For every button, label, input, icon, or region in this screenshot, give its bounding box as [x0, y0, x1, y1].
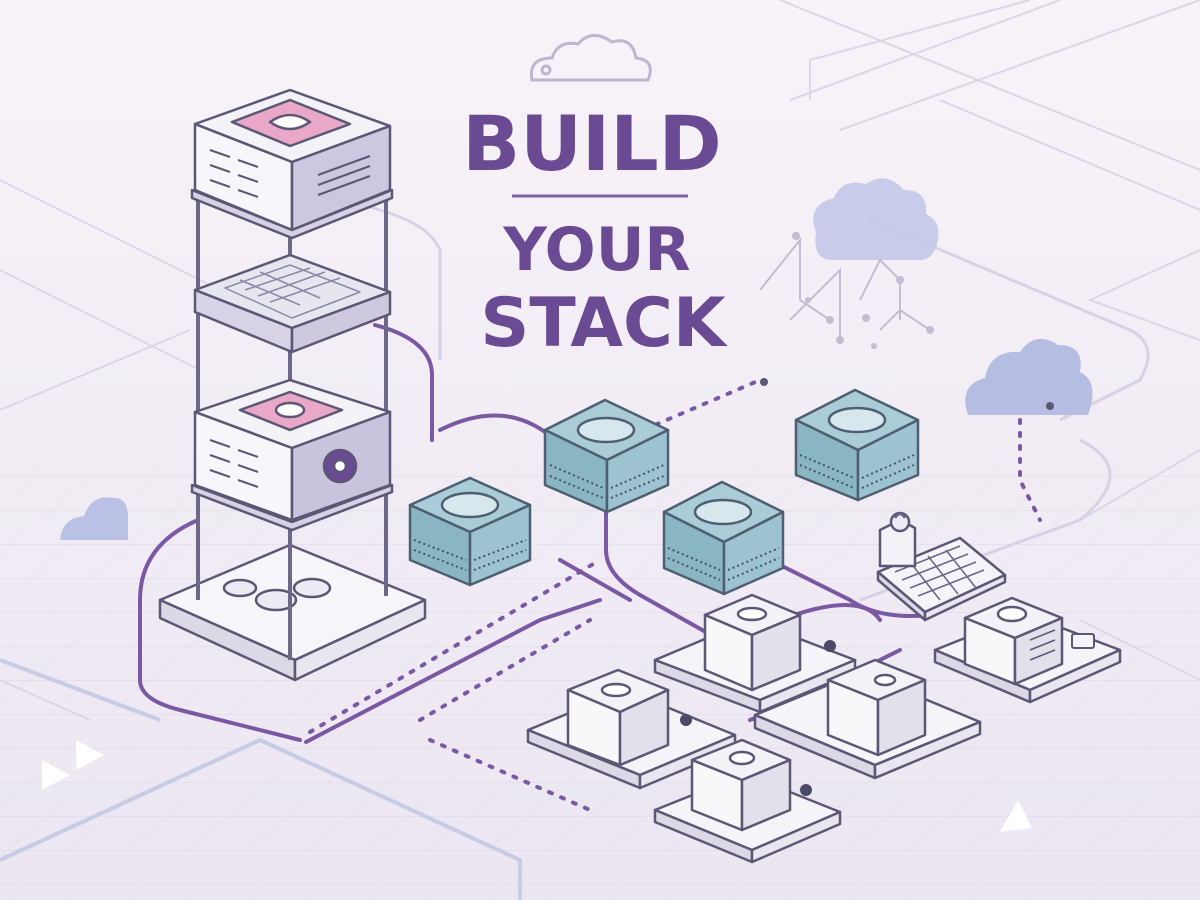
play-icon — [1000, 800, 1032, 832]
server-tower — [158, 88, 427, 682]
cloud-icon-top — [529, 34, 652, 82]
teal-block-d — [794, 388, 920, 502]
headline-line1: BUILD — [462, 99, 721, 188]
node-dots — [680, 640, 836, 796]
cloud-icon-right — [965, 338, 1093, 415]
headline-line2: YOUR — [502, 215, 690, 285]
cloud-icon-left — [60, 497, 128, 540]
white-cube-5 — [690, 738, 792, 832]
white-cube-1 — [703, 593, 802, 692]
keyboard-terminal — [876, 511, 1007, 622]
white-cube-3 — [826, 658, 927, 757]
headline-line3: STACK — [480, 284, 728, 363]
white-cube-2 — [963, 596, 1064, 686]
connector-dot — [760, 378, 768, 386]
cloud-network-icon — [759, 178, 939, 349]
teal-block-b — [543, 398, 670, 514]
connector-dot — [1046, 402, 1054, 410]
floor-blue-line — [0, 658, 522, 900]
headline: BUILD YOUR STACK — [462, 99, 728, 363]
chip-icon — [1071, 633, 1095, 649]
fast-forward-icon — [42, 740, 104, 790]
background-lines — [0, 0, 1200, 721]
teal-block-c — [662, 480, 785, 596]
white-cube-4 — [566, 668, 670, 767]
teal-block-a — [408, 476, 532, 587]
